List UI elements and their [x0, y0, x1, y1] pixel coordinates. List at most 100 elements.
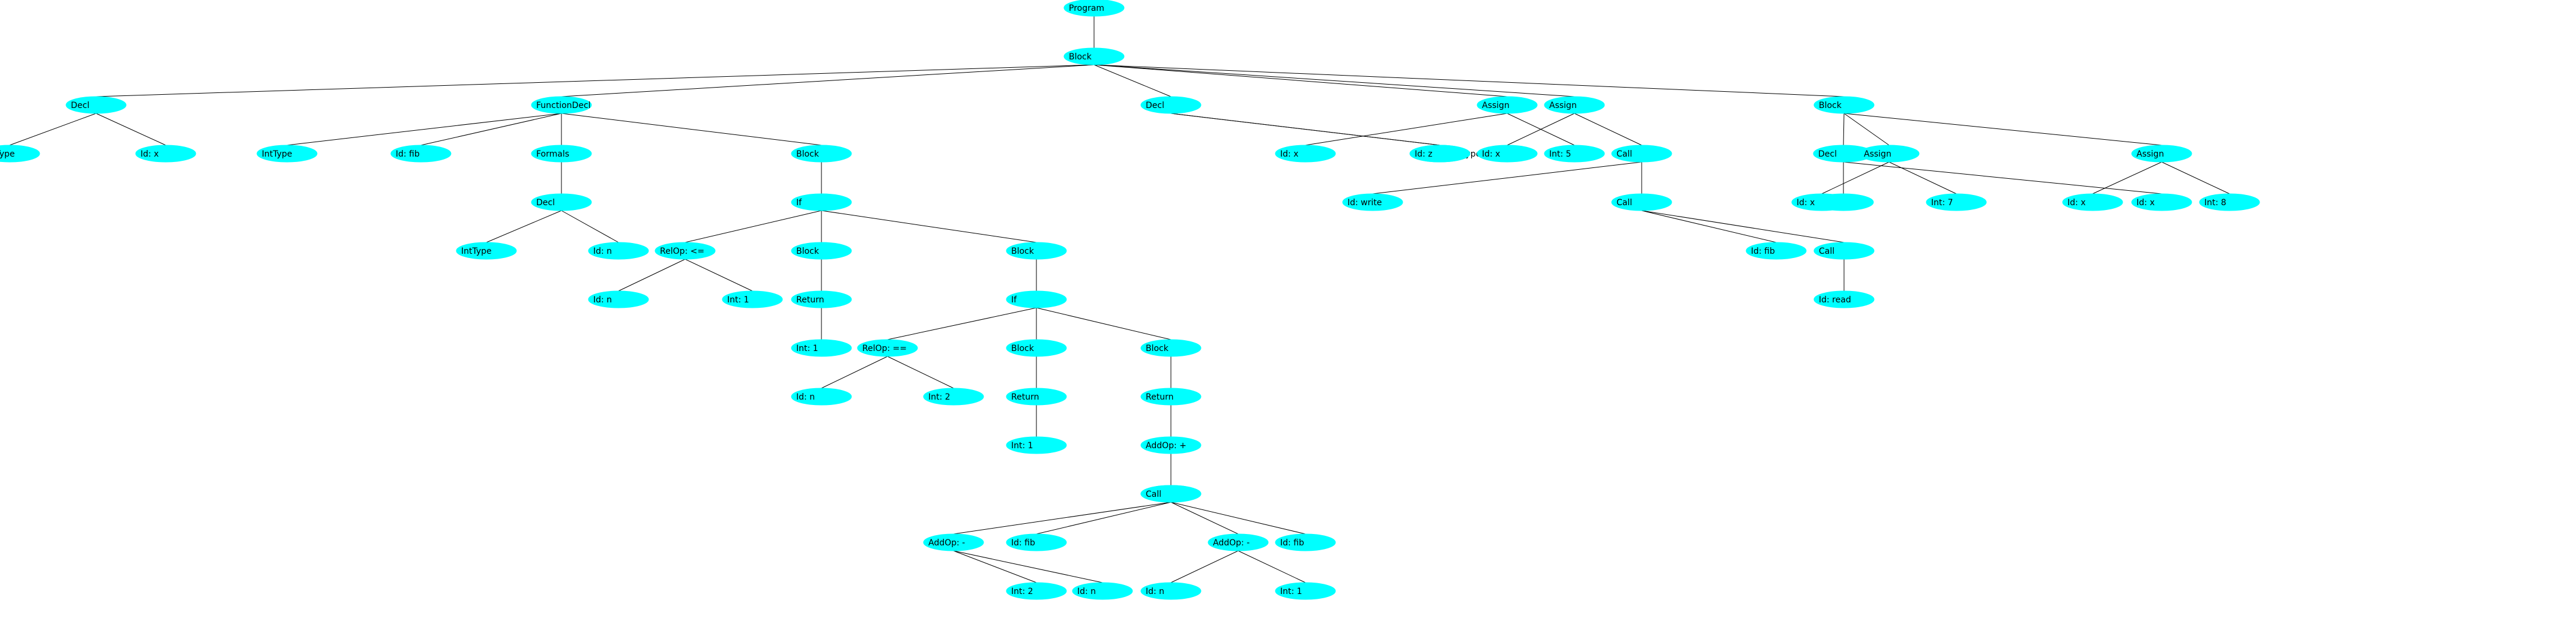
tree-node: RelOp: == [857, 339, 918, 357]
tree-edge [2092, 161, 2162, 194]
node-ellipse [1409, 145, 1471, 163]
tree-node: Id: write [1342, 193, 1403, 211]
tree-node: If [1006, 290, 1067, 308]
node-label: Id: x [2067, 198, 2085, 208]
node-label: Decl [536, 198, 555, 208]
node-label: Id: n [593, 295, 612, 305]
node-ellipse [1611, 145, 1672, 163]
node-ellipse [1477, 96, 1538, 114]
tree-edge [1238, 550, 1306, 583]
tree-edge [1036, 502, 1172, 535]
tree-node: Block [1006, 242, 1067, 260]
tree-node: Program [1063, 0, 1125, 17]
tree-edge [420, 113, 562, 146]
tree-node: Int: 1 [791, 339, 852, 357]
node-label: Int: 1 [796, 344, 818, 353]
node-label: Assign [1482, 101, 1510, 110]
tree-edge [953, 550, 1103, 583]
node-label: Id: x [1797, 198, 1815, 208]
node-ellipse [1140, 436, 1202, 454]
tree-node: IntType [456, 242, 517, 260]
node-ellipse [65, 96, 127, 114]
tree-node: Decl [1813, 145, 1874, 163]
node-ellipse [1544, 96, 1605, 114]
node-label: Block [796, 149, 820, 159]
node-ellipse [923, 533, 984, 551]
node-label: Id: x [2136, 198, 2154, 208]
node-label: Call [1146, 490, 1161, 499]
tree-node: Id: fib [390, 145, 452, 163]
tree-edge [1372, 161, 1642, 194]
node-ellipse [1746, 242, 1807, 260]
node-ellipse [2131, 193, 2192, 211]
node-label: Block [796, 247, 820, 256]
node-label: AddOp: - [928, 538, 965, 548]
tree-edge [953, 550, 1037, 583]
tree-edges [9, 16, 2230, 583]
tree-node: Call [1140, 485, 1202, 503]
tree-node: RelOp: <= [655, 242, 716, 260]
node-ellipse [1813, 242, 1875, 260]
node-ellipse [1006, 388, 1067, 406]
tree-edge [1574, 113, 1642, 146]
tree-node: Return [1006, 388, 1067, 406]
node-ellipse [456, 242, 517, 260]
node-ellipse [1006, 339, 1067, 357]
node-label: RelOp: == [862, 344, 907, 353]
tree-node: Int: 7 [1926, 193, 1987, 211]
node-ellipse [1140, 388, 1202, 406]
tree-node: AddOp: + [1140, 436, 1202, 454]
tree-node: Id: n [1072, 582, 1133, 600]
node-label: Block [1011, 247, 1035, 256]
node-ellipse [2199, 193, 2260, 211]
tree-node: Block [791, 242, 852, 260]
node-ellipse [1208, 533, 1269, 551]
node-ellipse [1140, 582, 1202, 600]
tree-edge [2161, 161, 2230, 194]
tree-node: Int: 1 [1006, 436, 1067, 454]
node-ellipse [1006, 582, 1067, 600]
tree-node: IntType [0, 145, 40, 163]
tree-node: Id: x [1275, 145, 1336, 163]
node-ellipse [791, 242, 852, 260]
node-ellipse [1477, 145, 1538, 163]
tree-edge [685, 210, 822, 243]
tree-node: Decl [65, 96, 127, 114]
node-label: Int: 1 [1280, 587, 1302, 596]
node-label: Assign [1864, 149, 1891, 159]
tree-node: Id: n [588, 242, 649, 260]
tree-node: Id: read [1813, 290, 1875, 308]
node-label: FunctionDecl [536, 101, 591, 110]
tree-node: Formals [531, 145, 592, 163]
tree-edge [486, 210, 562, 243]
tree-edge [685, 259, 753, 292]
node-label: Block [1011, 344, 1035, 353]
node-ellipse [1813, 290, 1875, 308]
node-label: Assign [2136, 149, 2164, 159]
node-ellipse [791, 339, 852, 357]
node-ellipse [1926, 193, 1987, 211]
node-ellipse [791, 193, 852, 211]
tree-edge [1036, 307, 1172, 340]
node-label: Formals [536, 149, 569, 159]
tree-edge [887, 356, 954, 389]
tree-edge [561, 64, 1095, 97]
node-ellipse [1140, 339, 1202, 357]
node-ellipse [588, 290, 649, 308]
tree-node: Id: fib [1006, 533, 1067, 551]
node-label: Block [1146, 344, 1169, 353]
tree-node: Decl [1140, 96, 1202, 114]
node-ellipse [1006, 290, 1067, 308]
node-ellipse [722, 290, 783, 308]
tree-edge [1170, 113, 1441, 146]
tree-node: AddOp: - [923, 533, 984, 551]
tree-edge [561, 210, 619, 243]
node-label: Id: n [1146, 587, 1164, 596]
tree-edge [1305, 113, 1508, 146]
node-label: Int: 2 [1011, 587, 1033, 596]
tree-edge [1821, 161, 1890, 194]
node-ellipse [588, 242, 649, 260]
tree-edge [1843, 113, 1845, 146]
tree-node: AddOp: - [1208, 533, 1269, 551]
node-label: IntType [262, 149, 292, 159]
